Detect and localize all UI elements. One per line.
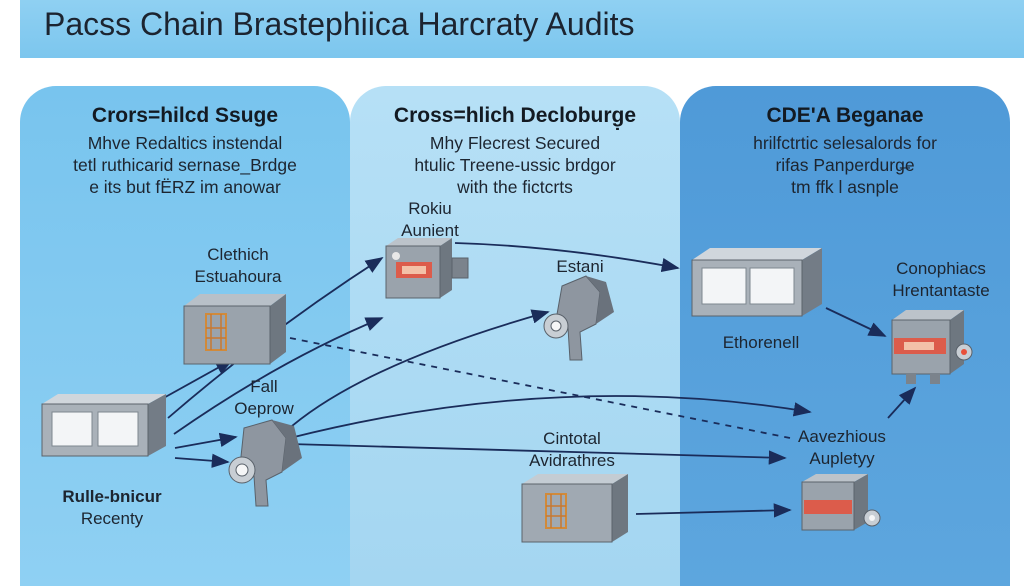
label-line: Conophiacs	[896, 259, 986, 278]
camera-mount-icon	[228, 419, 302, 507]
display-unit-icon	[41, 394, 166, 457]
panel-heading: CDE'A Beganae	[766, 104, 924, 127]
flow-arrow	[289, 443, 787, 465]
flow-arrow	[284, 309, 550, 433]
panel-desc-line: Mhy Flecrest Secured	[429, 133, 601, 153]
flow-arrow	[887, 386, 917, 419]
panel-cross-chain-bridge: Crors=hilcd Ssuge Mhve Redaltics instend…	[20, 86, 350, 586]
server-box-icon	[521, 474, 628, 543]
panel-description: hrilfctrtic selesalords for rifas Panper…	[680, 132, 1010, 198]
label-rokiu: Rokiu Aunient	[385, 198, 475, 242]
label-line: Recenty	[80, 509, 144, 528]
label-line: Cintotal	[543, 429, 601, 448]
panel-desc-line: with the fictcrts	[457, 177, 573, 197]
panel-desc-line: rifas Panperdurg̶e	[775, 155, 915, 175]
label-line: Aupletyy	[809, 449, 875, 468]
label-conophiacs: Conophiacs Hrentantaste	[878, 258, 1004, 302]
label-line: Oeprow	[234, 399, 294, 418]
panel-cross-chain-deployment: Cross=hlich Decloburg̣e Mhy Flecrest Sec…	[350, 86, 680, 586]
label-line: Fall	[250, 377, 278, 396]
label-line: Rokiu	[408, 199, 452, 218]
panel-desc-line: Mhve Redaltics instendal	[87, 133, 283, 153]
label-cintotal: Cintotal Avidrathres	[512, 428, 632, 472]
label-line: Aavezhious	[798, 427, 886, 446]
flow-arrow	[159, 359, 234, 401]
server-box-icon	[183, 294, 286, 365]
flow-arrow-dashed	[289, 337, 791, 439]
label-clethich: Clethich Estuahoura	[183, 244, 293, 288]
label-line: Estuahoura	[194, 267, 282, 286]
flow-arrow	[174, 432, 238, 449]
processor-unit-icon	[801, 474, 881, 531]
label-line: Aunient	[401, 221, 459, 240]
panel-desc-line: e its but fËRZ im anowar	[89, 177, 281, 197]
flow-arrow	[825, 307, 887, 337]
flow-arrow	[289, 395, 812, 439]
label-line: Estani	[556, 257, 604, 276]
display-unit-icon	[691, 248, 822, 317]
processor-unit-icon	[385, 238, 469, 299]
flow-arrow	[174, 453, 230, 468]
panel-description: Mhve Redaltics instendal tetl ruthicarid…	[20, 132, 350, 198]
label-line: Ethorenell	[722, 333, 800, 352]
panel-desc-line: tetl ruthicarid sernase_Brdge	[73, 155, 297, 175]
flow-arrow	[635, 503, 792, 518]
panel-desc-line: hrilfctrtic selesalords for	[753, 133, 937, 153]
panel-desc-line: tm ffk l asnple	[791, 177, 899, 197]
processor-unit-icon	[891, 310, 973, 384]
label-fall: Fall Oeprow	[224, 376, 304, 420]
camera-mount-icon	[543, 275, 614, 361]
label-rulle: Rulle-bnicur Recenty	[44, 486, 180, 530]
title-bar: Pacss Chain Brastephiica Harcraty Audits	[20, 0, 1024, 58]
page-title: Pacss Chain Brastephiica Harcraty Audits	[44, 6, 635, 42]
label-line: Avidrathres	[529, 451, 615, 470]
label-line: Clethich	[207, 245, 269, 264]
label-estani: Estani	[540, 256, 620, 278]
label-aavezhious: Aavezhious Aupletyy	[782, 426, 902, 470]
panel-desc-line: htulic Treene-ussic brdgor	[414, 155, 616, 175]
flow-arrow	[173, 317, 384, 435]
panel-heading: Cross=hlich Decloburg̣e	[393, 104, 637, 127]
label-line: Hrentantaste	[892, 281, 990, 300]
panel-description: Mhy Flecrest Secured htulic Treene-ussic…	[350, 132, 680, 198]
label-line: Rulle-bnicur	[62, 487, 162, 506]
flow-arrow	[454, 242, 680, 273]
panel-heading: Crors=hilcd Ssuge	[91, 104, 279, 127]
label-ethorenell: Ethorenell	[706, 332, 816, 354]
